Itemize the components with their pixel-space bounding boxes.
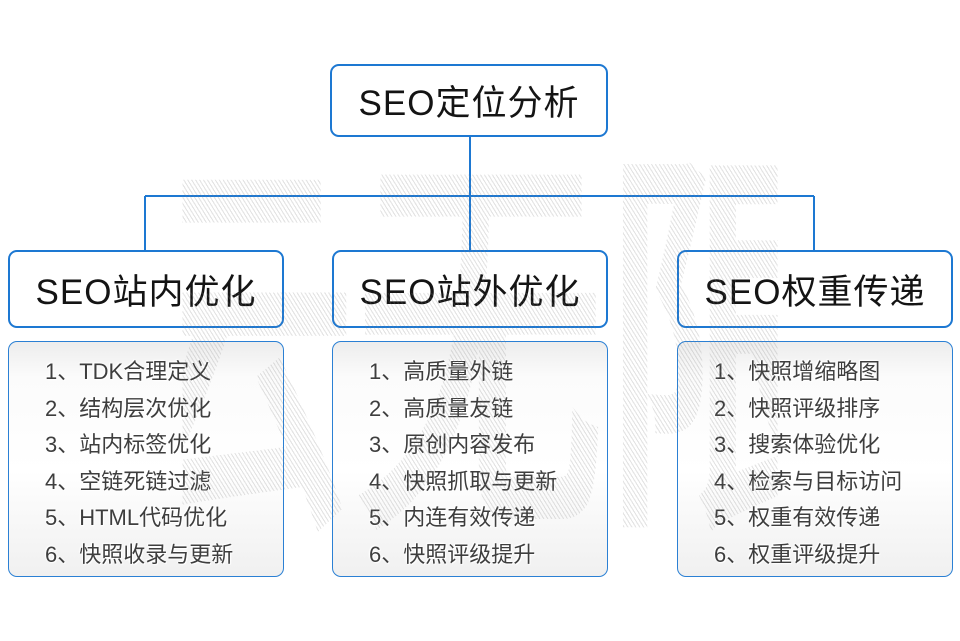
column-header-offsite-title: SEO站外优化: [359, 272, 581, 312]
list-item: 4、快照抓取与更新: [369, 468, 558, 494]
onsite-item-list: 1、TDK合理定义 2、结构层次优化 3、站内标签优化 4、空链死链过滤 5、H…: [9, 342, 283, 573]
list-item: 2、结构层次优化: [45, 395, 212, 421]
list-item: 6、快照收录与更新: [45, 541, 234, 567]
list-item: 5、HTML代码优化: [45, 505, 228, 530]
list-item: 6、快照评级提升: [369, 541, 536, 567]
connector-rail: [145, 195, 814, 197]
list-item: 3、站内标签优化: [45, 432, 212, 457]
column-header-weight: SEO权重传递: [677, 250, 953, 328]
connector-drop-left: [144, 196, 146, 250]
column-header-onsite: SEO站内优化: [8, 250, 284, 328]
list-item: 2、高质量友链: [369, 395, 514, 421]
list-item: 1、TDK合理定义: [45, 359, 212, 384]
column-list-weight: 1、快照增缩略图 2、快照评级排序 3、搜索体验优化 4、检索与目标访问 5、权…: [677, 341, 953, 577]
list-item: 4、检索与目标访问: [714, 468, 903, 494]
list-item: 5、权重有效传递: [714, 505, 881, 530]
list-item: 1、高质量外链: [369, 359, 514, 384]
offsite-item-list: 1、高质量外链 2、高质量友链 3、原创内容发布 4、快照抓取与更新 5、内连有…: [333, 342, 607, 573]
root-node-title: SEO定位分析: [358, 84, 580, 123]
list-item: 6、权重评级提升: [714, 541, 881, 567]
weight-item-list: 1、快照增缩略图 2、快照评级排序 3、搜索体验优化 4、检索与目标访问 5、权…: [678, 342, 952, 573]
list-item: 3、搜索体验优化: [714, 432, 881, 457]
list-item: 5、内连有效传递: [369, 505, 536, 530]
connector-root-stem: [469, 137, 471, 250]
list-item: 1、快照增缩略图: [714, 359, 881, 384]
root-node: SEO定位分析: [330, 64, 608, 137]
list-item: 2、快照评级排序: [714, 395, 881, 421]
column-header-offsite: SEO站外优化: [332, 250, 608, 328]
connector-drop-right: [813, 196, 815, 250]
column-list-onsite: 1、TDK合理定义 2、结构层次优化 3、站内标签优化 4、空链死链过滤 5、H…: [8, 341, 284, 577]
column-header-onsite-title: SEO站内优化: [35, 272, 257, 312]
list-item: 3、原创内容发布: [369, 432, 536, 457]
column-list-offsite: 1、高质量外链 2、高质量友链 3、原创内容发布 4、快照抓取与更新 5、内连有…: [332, 341, 608, 577]
column-header-weight-title: SEO权重传递: [704, 272, 926, 312]
list-item: 4、空链死链过滤: [45, 468, 212, 494]
